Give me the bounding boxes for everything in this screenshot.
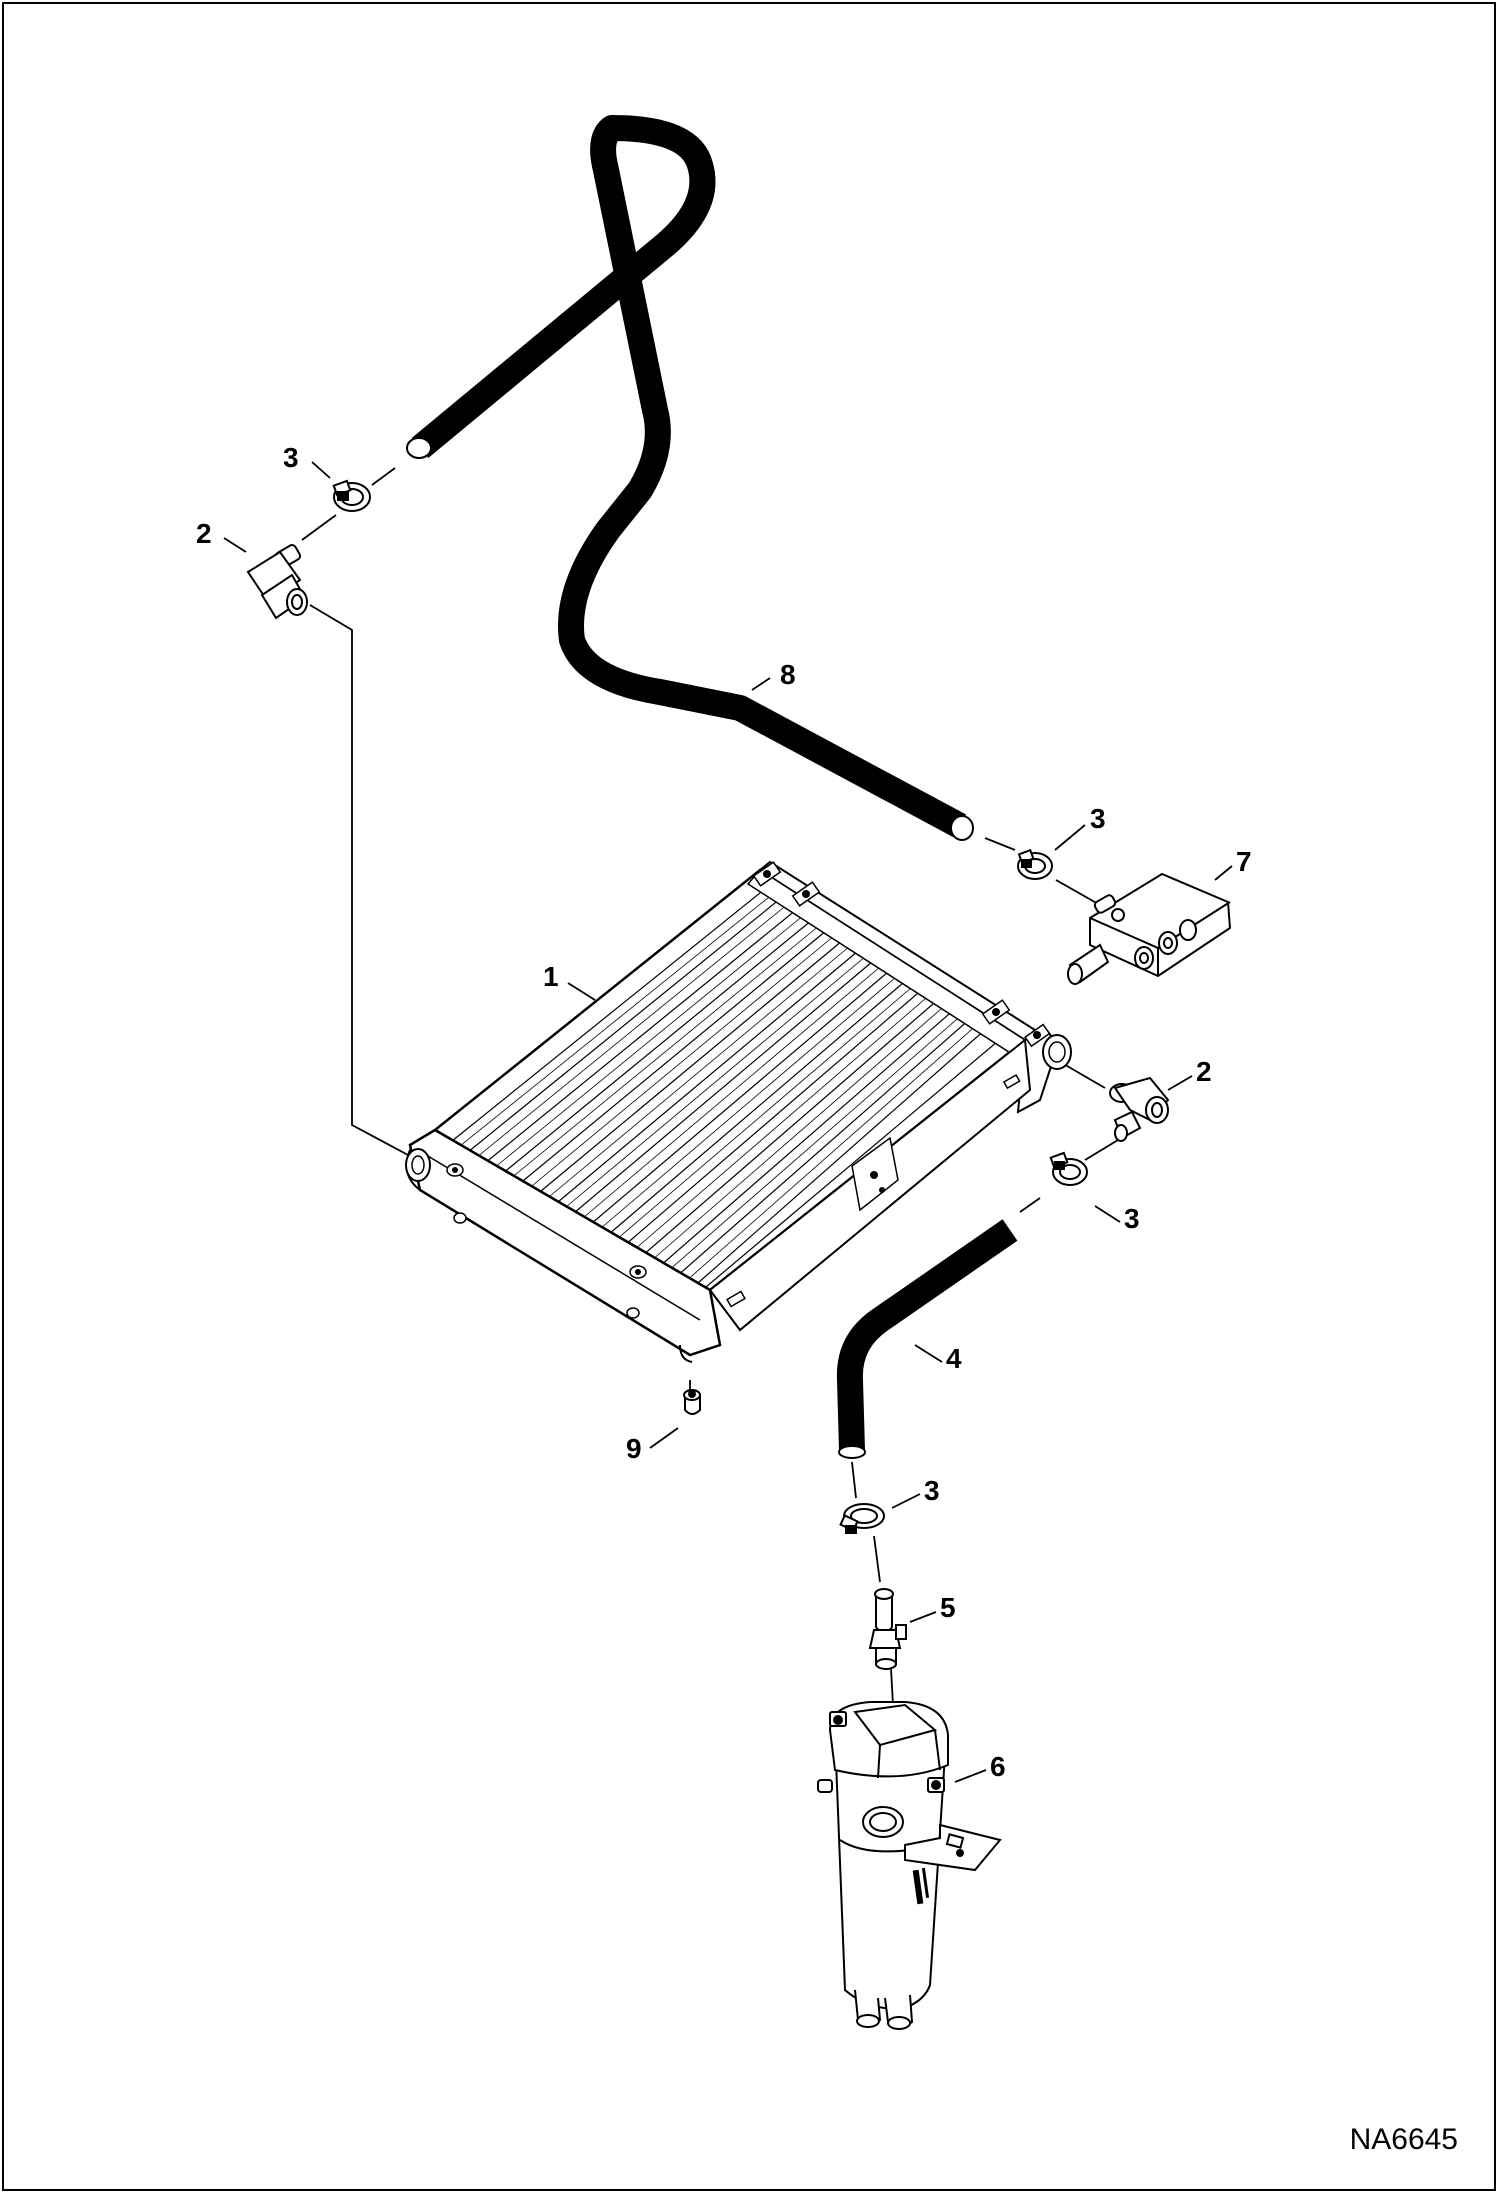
callout-2-lower: 2 <box>1196 1056 1212 1087</box>
hose-clamp-radiator-outlet <box>1049 1151 1088 1186</box>
hose-clamp-lower <box>839 1503 885 1534</box>
expansion-tank <box>817 1701 1002 2030</box>
callout-1: 1 <box>543 961 559 992</box>
hose-clamp-mid-right <box>1017 848 1053 880</box>
callout-8: 8 <box>780 659 796 690</box>
figure-id: NA6645 <box>1349 2123 1458 2156</box>
lower-hose <box>836 1219 1018 1459</box>
tank-fitting <box>868 1588 907 1670</box>
rubber-mount <box>683 1389 701 1415</box>
hose-clamp-upper-left <box>332 479 371 512</box>
callout-4: 4 <box>946 1343 962 1374</box>
callout-9: 9 <box>626 1433 642 1464</box>
callout-6: 6 <box>990 1751 1006 1782</box>
callout-3-lower: 3 <box>924 1475 940 1506</box>
callout-3-mid-right: 3 <box>1090 803 1106 834</box>
assembly-lines <box>301 467 1119 1706</box>
elbow-fitting-lower <box>1109 1076 1170 1142</box>
callouts: 3 2 8 3 7 1 2 3 4 9 3 5 6 <box>196 442 1252 1782</box>
callout-3-upper-left: 3 <box>283 442 299 473</box>
callout-7: 7 <box>1236 846 1252 877</box>
radiator <box>405 860 1072 1363</box>
callout-5: 5 <box>940 1592 956 1623</box>
elbow-fitting-upper <box>246 544 308 620</box>
expansion-tank-logo <box>912 1867 930 1905</box>
callout-2-upper: 2 <box>196 518 212 549</box>
manifold-block <box>1067 872 1232 985</box>
upper-hose <box>406 115 974 841</box>
callout-3-radiator-outlet: 3 <box>1124 1203 1140 1234</box>
callout-leaders <box>223 461 1233 1783</box>
